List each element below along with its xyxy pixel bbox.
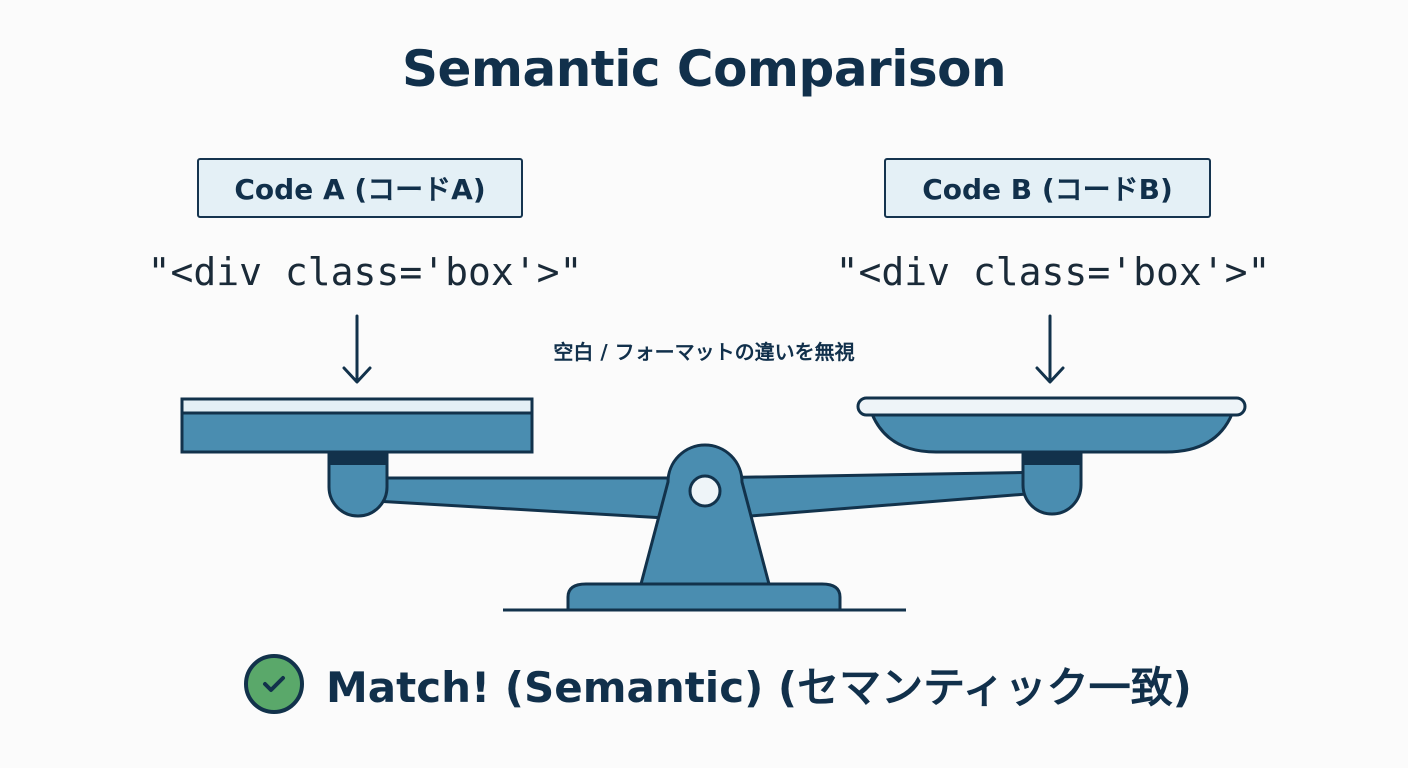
arrow-down-left-icon (342, 314, 372, 384)
code-a-snippet: "<div class='box'>" (147, 250, 583, 294)
balance-scale-illustration (180, 314, 1247, 612)
code-a-label: Code A (コードA) (197, 158, 523, 218)
code-b-snippet: "<div class='box'>" (835, 250, 1271, 294)
scale-post (639, 443, 771, 586)
check-circle-icon (244, 654, 304, 714)
right-pan (856, 396, 1247, 454)
diagram-title: Semantic Comparison (401, 40, 1007, 98)
left-pan (180, 397, 534, 454)
ignore-whitespace-note: 空白 / フォーマットの違いを無視 (553, 340, 855, 364)
arrow-down-right-icon (1035, 314, 1065, 384)
scale-base (566, 582, 842, 612)
pivot-pin (688, 474, 722, 508)
match-result: Match! (Semantic) (セマンティック一致) (244, 652, 1192, 716)
match-result-text: Match! (Semantic) (セマンティック一致) (326, 662, 1192, 712)
code-b-label: Code B (コードB) (884, 158, 1211, 218)
left-joint (327, 450, 389, 518)
right-joint (1021, 450, 1083, 516)
